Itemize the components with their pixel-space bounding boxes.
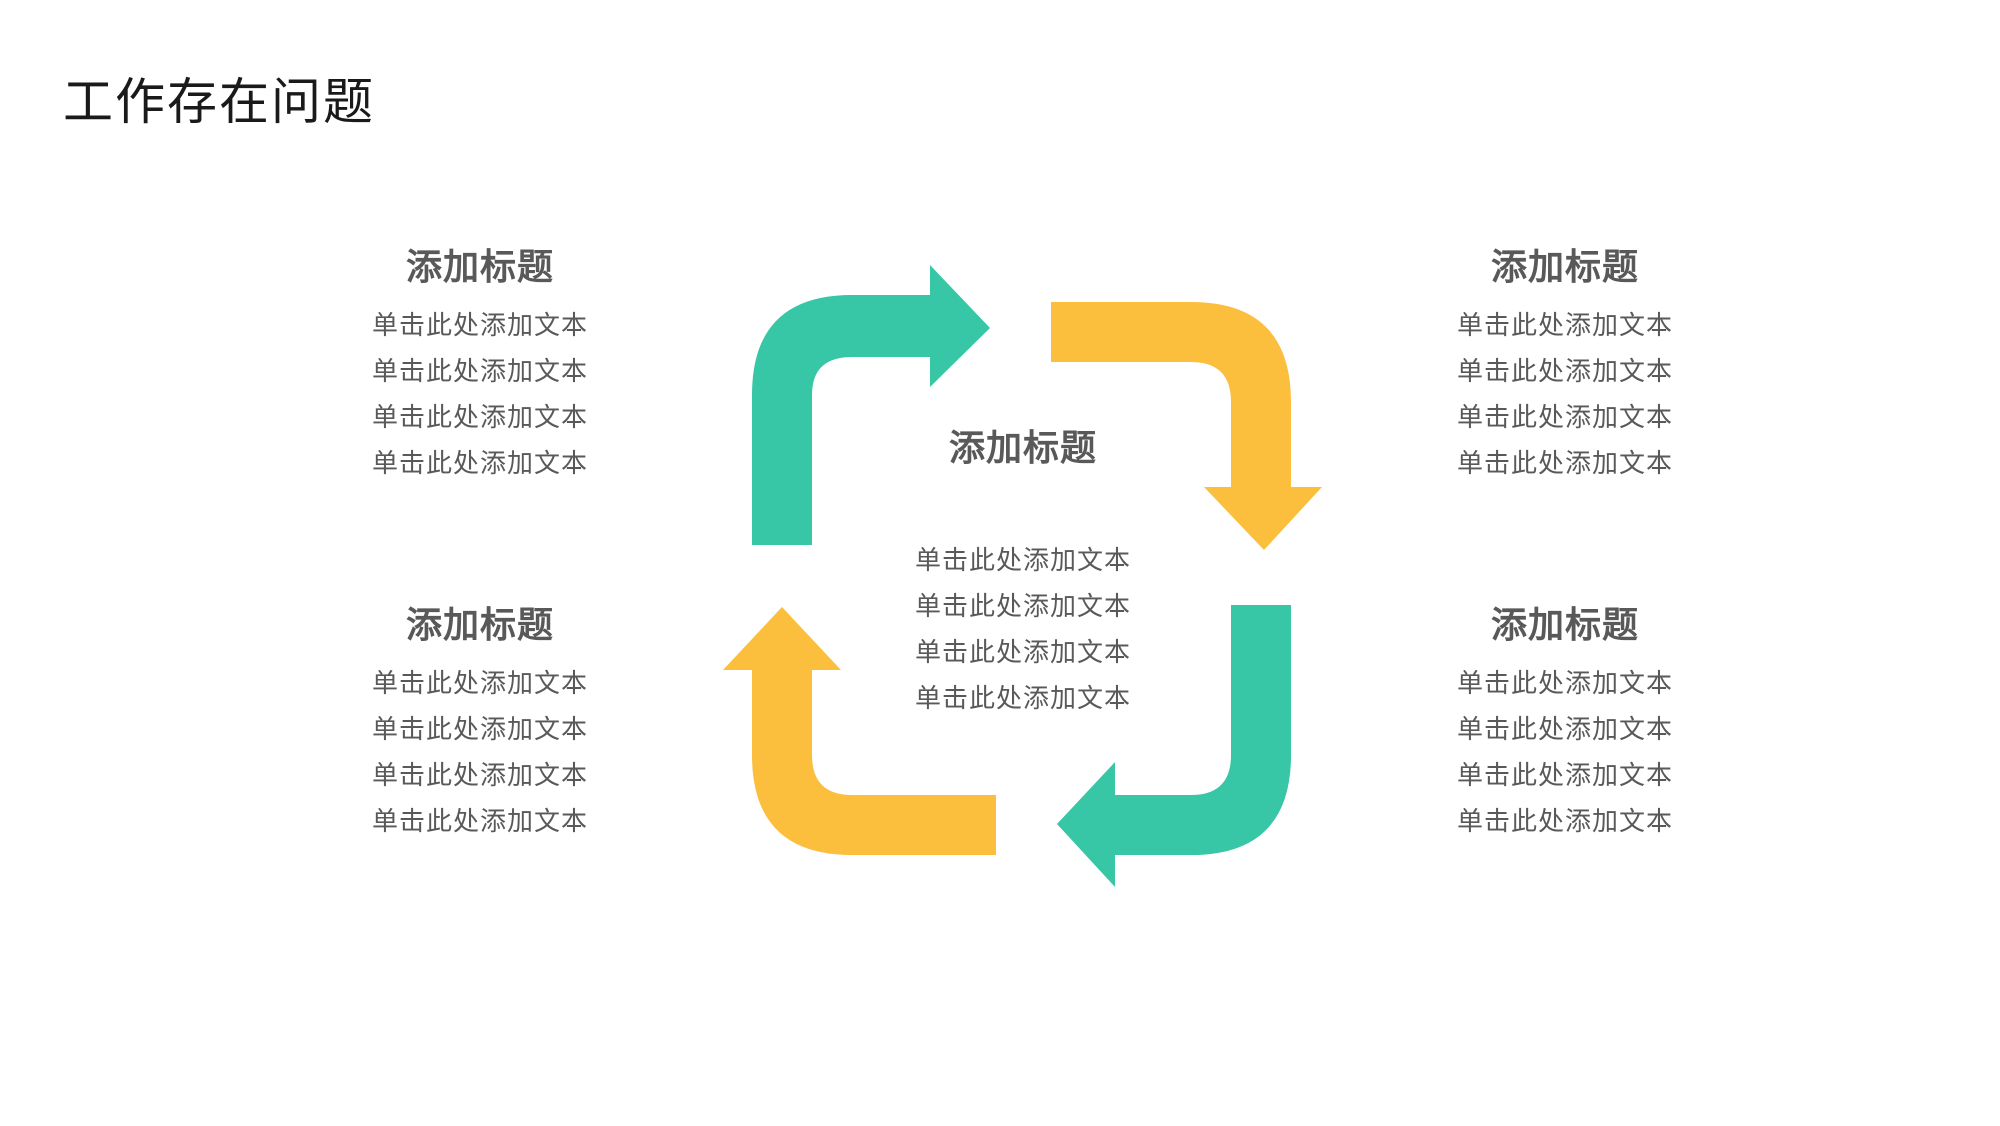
block-text-line: 单击此处添加文本 — [1456, 761, 1673, 791]
block-text-line: 单击此处添加文本 — [1456, 449, 1673, 479]
block-title: 添加标题 — [1490, 247, 1639, 288]
block-text-line: 单击此处添加文本 — [371, 669, 588, 699]
block-text-line: 单击此处添加文本 — [1456, 807, 1673, 837]
block-text-line: 单击此处添加文本 — [1456, 311, 1673, 341]
block-text-line: 单击此处添加文本 — [914, 592, 1131, 622]
block-text-line: 单击此处添加文本 — [914, 638, 1131, 668]
page-title: 工作存在问题 — [63, 73, 375, 131]
text-block-bottom-right: 添加标题 单击此处添加文本 单击此处添加文本 单击此处添加文本 单击此处添加文本 — [1425, 601, 1705, 845]
block-text-line: 单击此处添加文本 — [371, 311, 588, 341]
text-block-center: 添加标题 单击此处添加文本 单击此处添加文本 单击此处添加文本 单击此处添加文本 — [883, 424, 1163, 722]
top-right-arrow — [1051, 302, 1322, 550]
block-text-line: 单击此处添加文本 — [1456, 669, 1673, 699]
bottom-left-arrow — [723, 607, 996, 855]
block-text-line: 单击此处添加文本 — [371, 449, 588, 479]
block-text-line: 单击此处添加文本 — [914, 546, 1131, 576]
block-title: 添加标题 — [405, 247, 554, 288]
block-text-line: 单击此处添加文本 — [1456, 357, 1673, 387]
block-text-line: 单击此处添加文本 — [914, 684, 1131, 714]
block-text-line: 单击此处添加文本 — [371, 807, 588, 837]
block-text-line: 单击此处添加文本 — [371, 761, 588, 791]
block-text-line: 单击此处添加文本 — [371, 357, 588, 387]
text-block-bottom-left: 添加标题 单击此处添加文本 单击此处添加文本 单击此处添加文本 单击此处添加文本 — [340, 601, 620, 845]
block-title: 添加标题 — [405, 605, 554, 646]
bottom-right-arrow — [1057, 605, 1291, 887]
block-text-line: 单击此处添加文本 — [371, 715, 588, 745]
block-text-line: 单击此处添加文本 — [371, 403, 588, 433]
block-title: 添加标题 — [1490, 605, 1639, 646]
text-block-top-right: 添加标题 单击此处添加文本 单击此处添加文本 单击此处添加文本 单击此处添加文本 — [1425, 243, 1705, 487]
top-left-arrow — [752, 265, 990, 545]
block-title: 添加标题 — [948, 428, 1097, 469]
block-text-line: 单击此处添加文本 — [1456, 403, 1673, 433]
text-block-top-left: 添加标题 单击此处添加文本 单击此处添加文本 单击此处添加文本 单击此处添加文本 — [340, 243, 620, 487]
block-text-line: 单击此处添加文本 — [1456, 715, 1673, 745]
